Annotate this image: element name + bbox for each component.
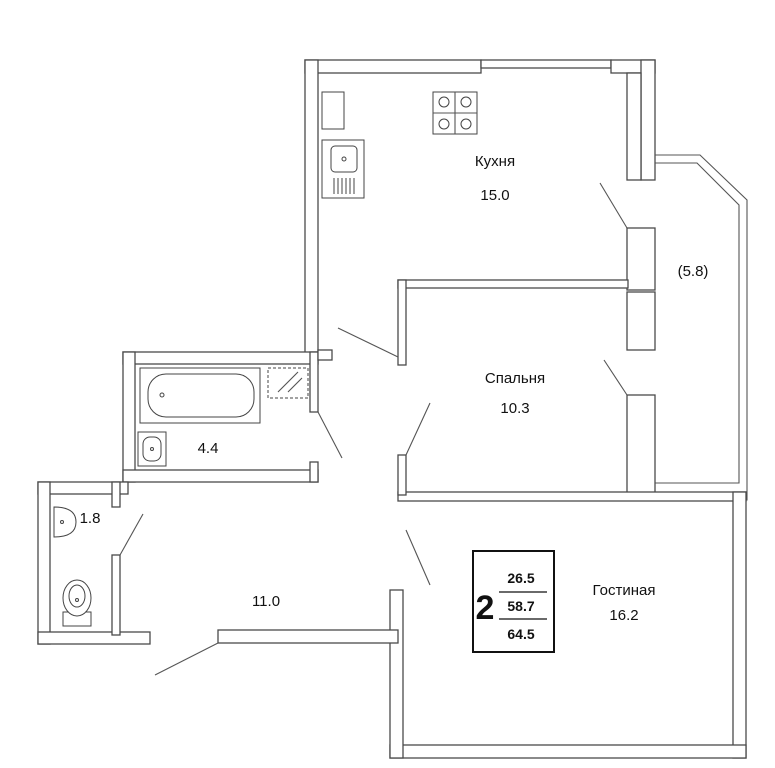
bedroom-name: Спальня <box>485 370 545 387</box>
area-summary-box: 2 26.5 58.7 64.5 <box>472 550 555 653</box>
kitchen-sink-icon <box>321 139 365 199</box>
toilet-icon <box>62 579 92 627</box>
bedroom-area: 10.3 <box>500 400 529 417</box>
stove-icon <box>432 91 478 135</box>
bedroom-label: Спальня 10.3 <box>485 370 545 417</box>
living-label: Гостиная 16.2 <box>593 582 656 624</box>
balcony-area: (5.8) <box>678 263 709 280</box>
washing-machine-icon <box>267 367 309 399</box>
total-area: 58.7 <box>507 598 534 614</box>
walls <box>37 59 748 759</box>
living-area: 16.2 <box>609 607 638 624</box>
toilet-sink-icon <box>53 506 77 538</box>
kitchen-name: Кухня <box>475 153 515 170</box>
fixtures <box>53 91 478 627</box>
doors <box>119 182 628 676</box>
living-area-total: 26.5 <box>507 570 534 586</box>
hall-area: 11.0 <box>252 593 280 610</box>
kitchen-area: 15.0 <box>480 187 509 204</box>
bathtub-icon <box>139 367 261 424</box>
rooms-count: 2 <box>476 589 495 627</box>
total-area-with-balcony: 64.5 <box>507 626 534 642</box>
living-name: Гостиная <box>593 582 656 599</box>
bathroom-sink-icon <box>137 431 167 467</box>
bathroom-area: 4.4 <box>198 440 219 457</box>
kitchen-label: Кухня 15.0 <box>475 153 515 204</box>
toilet-area: 1.8 <box>80 510 101 527</box>
fridge-icon <box>321 91 345 130</box>
